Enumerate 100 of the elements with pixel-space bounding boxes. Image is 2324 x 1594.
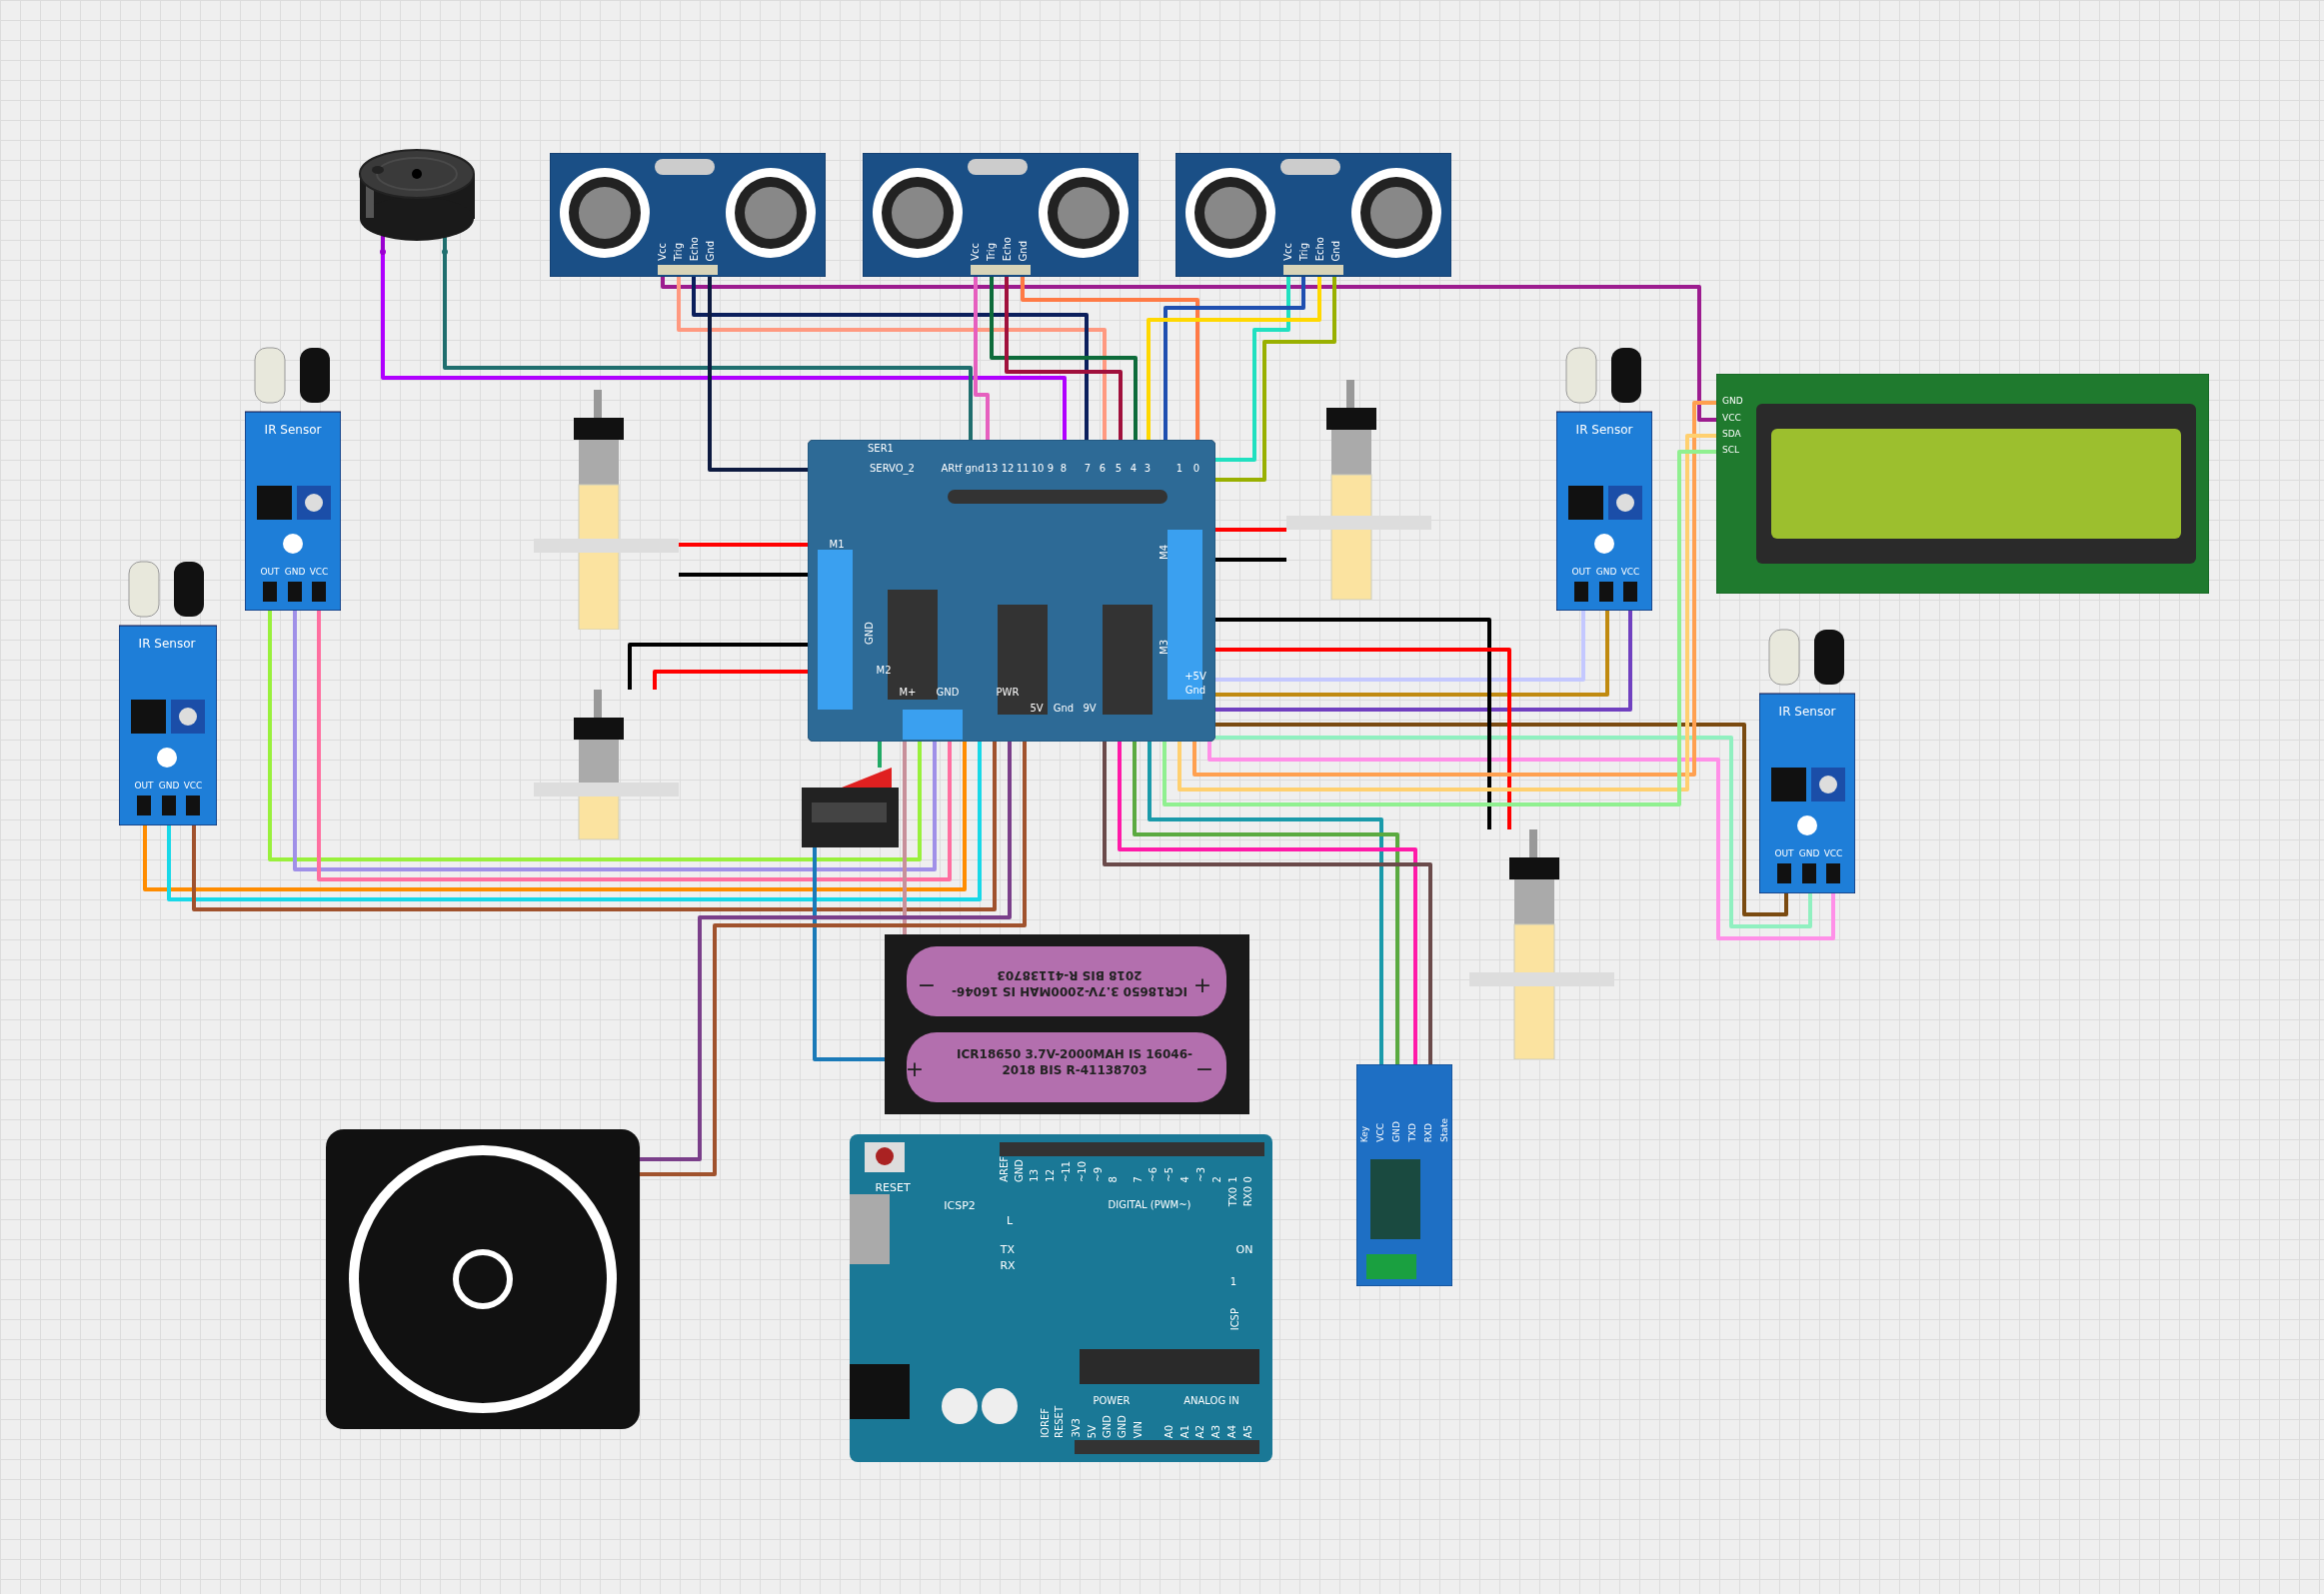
wire bbox=[628, 643, 808, 690]
pin-label: 10 bbox=[1031, 464, 1045, 474]
wire bbox=[878, 742, 882, 768]
wire bbox=[381, 255, 1067, 440]
pin-label: +5V bbox=[1184, 672, 1206, 682]
terminal-sign: + bbox=[1192, 974, 1212, 996]
pin-label: RXD bbox=[1423, 1122, 1433, 1142]
pin-label: Echo bbox=[1003, 236, 1013, 261]
pin-label: M2 bbox=[876, 666, 892, 676]
pin-label: 4 bbox=[1130, 464, 1138, 474]
pin-label: 8 bbox=[1060, 464, 1068, 474]
wire bbox=[1215, 648, 1511, 829]
pin-label: A1 bbox=[1180, 1424, 1190, 1438]
pin-label: 5 bbox=[1115, 464, 1123, 474]
pin-label: GND bbox=[1103, 1415, 1113, 1438]
pin-label: 5V bbox=[1088, 1424, 1098, 1438]
pin-label: ~5 bbox=[1164, 1167, 1174, 1182]
pin-label: POWER bbox=[1093, 1396, 1131, 1406]
pin-label: 12 bbox=[1001, 464, 1015, 474]
pin-label: 2 bbox=[1212, 1175, 1222, 1182]
pin-label: Trig bbox=[987, 243, 997, 261]
pin-label: Echo bbox=[1315, 236, 1325, 261]
pin-label: 0 bbox=[1243, 1175, 1253, 1182]
pin-label: 12 bbox=[1046, 1169, 1056, 1182]
wire bbox=[1163, 277, 1305, 440]
pin-label: Vcc bbox=[658, 243, 668, 261]
pin-label: GND bbox=[158, 782, 180, 791]
pin-label: 7 bbox=[1084, 464, 1092, 474]
pin-label: RX bbox=[1000, 1260, 1016, 1271]
pin-label: A0 bbox=[1164, 1424, 1174, 1438]
pin-label: Gnd bbox=[1019, 240, 1029, 261]
pin-label: GND bbox=[1015, 1159, 1025, 1182]
pin-label: ~9 bbox=[1094, 1167, 1104, 1182]
pin-label: VCC bbox=[183, 782, 203, 791]
wire bbox=[708, 277, 808, 472]
pin-label: M1 bbox=[829, 540, 845, 550]
wire bbox=[1147, 277, 1321, 440]
pin-label: VCC bbox=[1620, 568, 1640, 577]
pin-label: GND bbox=[865, 622, 875, 645]
pin-label: Key bbox=[1359, 1125, 1369, 1142]
board-label: IR Sensor bbox=[1778, 706, 1836, 718]
pin-label: Vcc bbox=[971, 243, 981, 261]
pin-label: GND bbox=[1595, 568, 1617, 577]
pin-label: OUT bbox=[1774, 849, 1794, 858]
pin-label: 9V bbox=[1083, 704, 1097, 714]
pin-label: VCC bbox=[1722, 414, 1741, 423]
wire bbox=[1215, 611, 1585, 682]
wire bbox=[1215, 558, 1286, 562]
pin-label: GND bbox=[1391, 1121, 1401, 1142]
pin-label: ICSP2 bbox=[944, 1200, 976, 1211]
pin-label: OUT bbox=[1571, 568, 1591, 577]
pin-label: 3 bbox=[1144, 464, 1152, 474]
pin-label: 1 bbox=[1228, 1175, 1238, 1182]
pin-label: M+ bbox=[899, 688, 917, 698]
pin-label: Gnd bbox=[706, 240, 716, 261]
pin-label: 4 bbox=[1180, 1175, 1190, 1182]
pin-label: M3 bbox=[1160, 640, 1169, 655]
pin-label: Gnd bbox=[1184, 686, 1206, 696]
terminal-sign: − bbox=[1194, 1058, 1214, 1080]
pin-label: State bbox=[1439, 1118, 1449, 1142]
pin-label: 6 bbox=[1099, 464, 1107, 474]
pin-label: ~11 bbox=[1062, 1160, 1072, 1182]
wire bbox=[1215, 611, 1609, 697]
wire bbox=[679, 573, 808, 577]
pin-label: 7 bbox=[1134, 1175, 1144, 1182]
pin-label: Gnd bbox=[1331, 240, 1341, 261]
pin-label: IOREF bbox=[1041, 1408, 1051, 1438]
wire bbox=[1215, 277, 1290, 462]
wire bbox=[1215, 277, 1336, 482]
pin-label: 5V bbox=[1030, 704, 1044, 714]
terminal-sign: − bbox=[917, 974, 937, 996]
pin-label: 1 bbox=[1175, 464, 1183, 474]
pin-label: ANALOG IN bbox=[1183, 1396, 1239, 1406]
wire bbox=[990, 277, 1138, 440]
pin-label: GND bbox=[1118, 1415, 1128, 1438]
pin-label: ~10 bbox=[1078, 1160, 1088, 1182]
pin-label: 3V3 bbox=[1072, 1418, 1082, 1438]
pin-label: A2 bbox=[1195, 1424, 1205, 1438]
pin-label: RX0 bbox=[1243, 1185, 1253, 1206]
wire bbox=[1215, 618, 1491, 829]
wire bbox=[661, 276, 1716, 422]
pin-label: ON bbox=[1235, 1244, 1253, 1255]
pin-label: gnd bbox=[965, 464, 985, 474]
pin-label: ~3 bbox=[1196, 1167, 1206, 1182]
wire bbox=[1215, 723, 1788, 916]
pin-label: L bbox=[1006, 1215, 1014, 1226]
wire bbox=[903, 742, 907, 934]
pin-label: TX bbox=[1000, 1244, 1016, 1255]
pin-label: 1 bbox=[1229, 1277, 1237, 1287]
pin-label: Trig bbox=[674, 243, 684, 261]
pin-label: Trig bbox=[1299, 243, 1309, 261]
wire bbox=[653, 670, 808, 690]
wire bbox=[1215, 611, 1632, 712]
wire bbox=[974, 277, 990, 440]
wire bbox=[813, 847, 885, 1061]
board-label: IR Sensor bbox=[1575, 424, 1633, 436]
wire bbox=[443, 255, 973, 440]
battery-label: ICR18650 3.7V-2000MAH IS 16046-2018 BIS R-41138703 bbox=[951, 967, 1188, 999]
board-label: IR Sensor bbox=[264, 424, 322, 436]
pin-label: GND bbox=[936, 688, 960, 698]
